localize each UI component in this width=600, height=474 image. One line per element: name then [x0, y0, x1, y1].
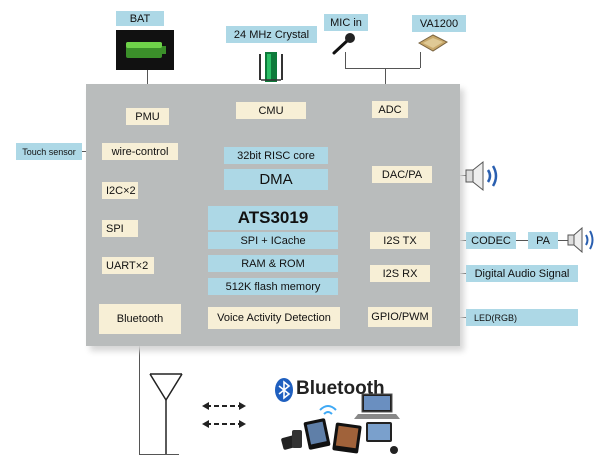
pa-label: PA [528, 232, 558, 249]
pa-speaker-line [558, 240, 568, 241]
gpio-pwm-label: GPIO/PWM [368, 307, 432, 327]
wire-control-label: wire-control [102, 143, 178, 160]
va1200-chip-icon [417, 34, 449, 52]
speaker-icon-2 [567, 226, 594, 254]
codec-label: CODEC [466, 232, 516, 249]
led-label: LED(RGB) [466, 309, 578, 326]
i2s-rx-label: I2S RX [370, 265, 430, 282]
ram-rom-label: RAM & ROM [208, 255, 338, 272]
codec-pa-line [516, 240, 528, 241]
devices-icon [281, 393, 400, 454]
crystal-icon [259, 52, 283, 82]
speaker-icon [465, 160, 498, 192]
antenna-icon [149, 373, 183, 454]
bat-label: BAT [116, 11, 164, 26]
va-line-v [420, 52, 421, 68]
microphone-icon [332, 33, 355, 55]
va-label: VA1200 [412, 15, 466, 32]
bluetooth-antenna-line-v [139, 334, 140, 454]
battery-icon [116, 30, 174, 70]
pmu-label: PMU [126, 108, 169, 125]
flash-memory-label: 512K flash memory [208, 278, 338, 295]
bluetooth-block-label: Bluetooth [99, 304, 181, 334]
bluetooth-antenna-line-h [139, 454, 179, 455]
mic-adc-line-h [345, 68, 420, 69]
risc-core-label: 32bit RISC core [224, 147, 328, 164]
dma-label: DMA [224, 169, 328, 190]
i2s-tx-label: I2S TX [370, 232, 430, 249]
digital-audio-label: Digital Audio Signal [466, 265, 578, 282]
uart-label: UART×2 [102, 257, 154, 274]
mic-line-v [345, 52, 346, 68]
spi-label: SPI [102, 220, 138, 237]
crystal-label: 24 MHz Crystal [226, 26, 317, 43]
i2c-label: I2C×2 [102, 182, 138, 199]
mic-label: MIC in [324, 14, 368, 31]
spi-icache-label: SPI + ICache [208, 232, 338, 249]
bluetooth-logo-icon [275, 378, 293, 402]
chip-name-label: ATS3019 [208, 206, 338, 230]
vad-label: Voice Activity Detection [208, 307, 340, 329]
dac-pa-label: DAC/PA [372, 166, 432, 183]
cmu-label: CMU [236, 102, 306, 119]
bidirectional-arrow-icon [202, 402, 246, 428]
adc-label: ADC [372, 101, 408, 118]
touch-sensor-label: Touch sensor [16, 143, 82, 160]
